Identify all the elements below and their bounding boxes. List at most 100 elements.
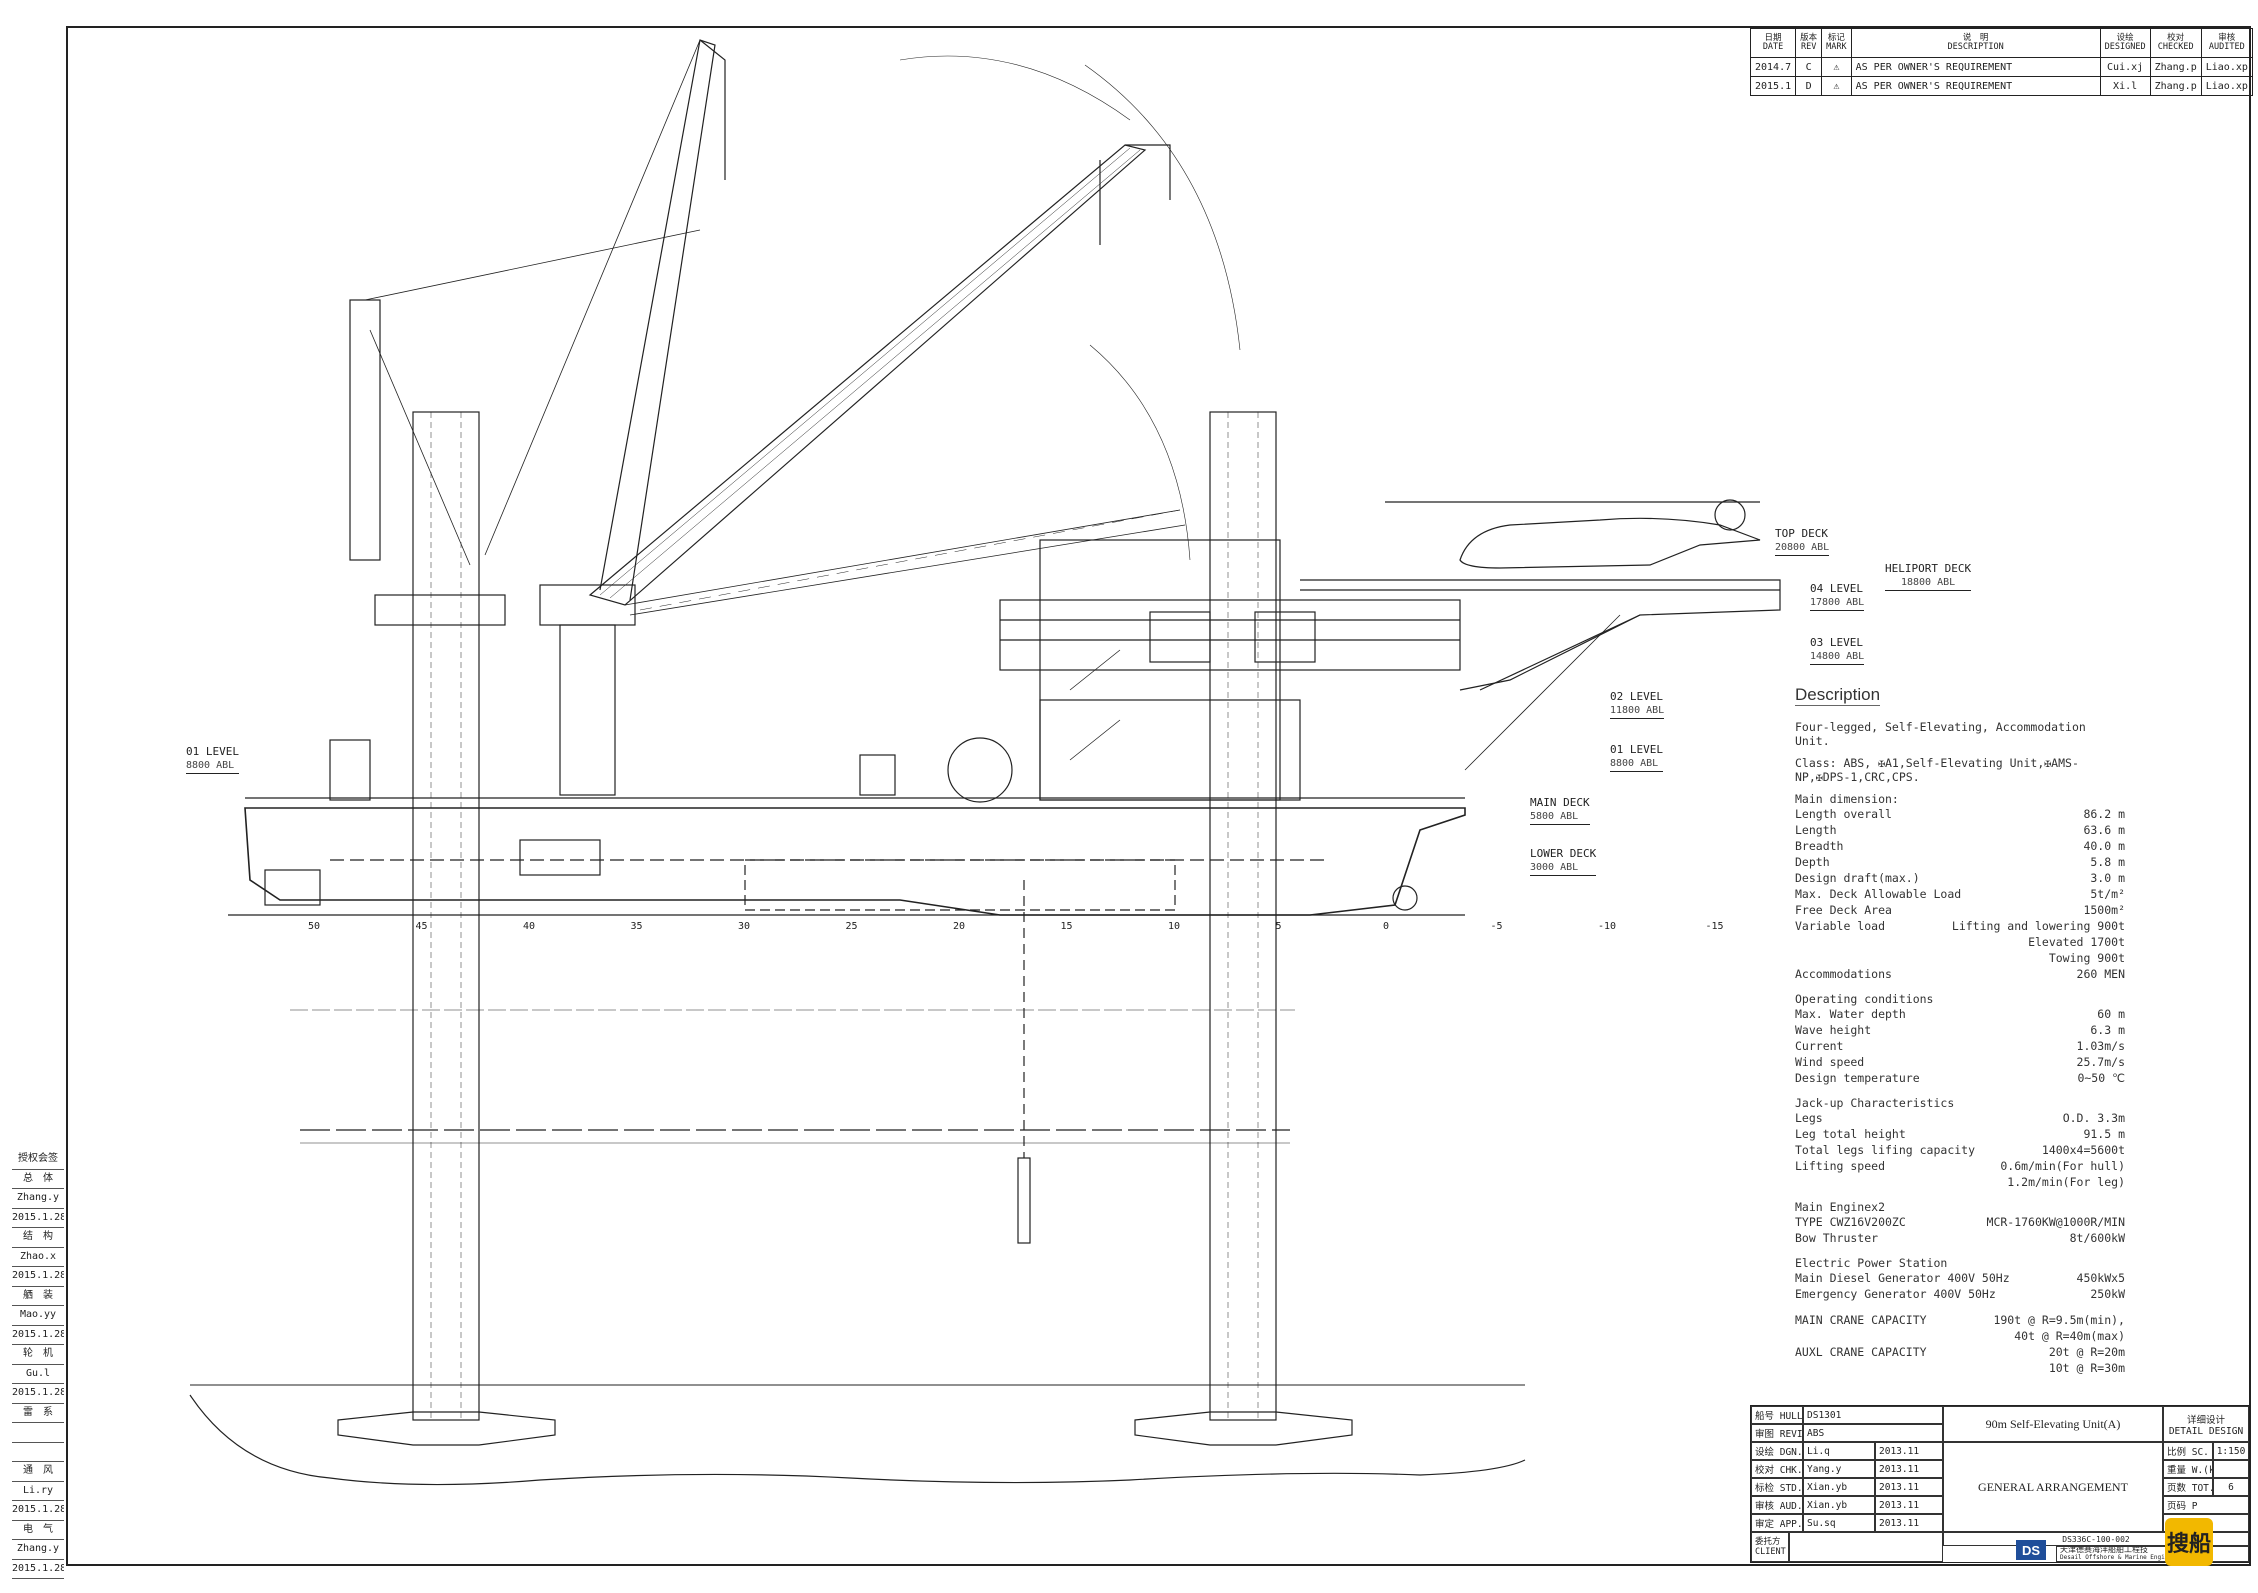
dimension-row: Towing 900t [1795,950,2125,966]
jackup-row: 1.2m/min(For leg) [1795,1174,2125,1190]
leg-fwd [1134,411,1353,1446]
leg-aft [337,411,556,1446]
frame-number: 45 [415,921,428,932]
frame-number: 40 [523,921,536,932]
dimension-row: Design draft(max.)3.0 m [1795,870,2125,886]
description-intro: Four-legged, Self-Elevating, Accommodati… [1795,720,2086,748]
dimension-value: 3.0 m [2090,871,2125,885]
operating-key: Wind speed [1795,1055,1865,1069]
frame-number: 20 [953,921,966,932]
signoff-cell: Gu.l [12,1365,64,1384]
signoff-cell: Li.ry [12,1482,64,1501]
signoff-cell: 2015.1.28 [12,1326,64,1345]
dimension-value: Lifting and lowering 900t [1951,919,2125,933]
rev-desc: AS PER OWNER'S REQUIREMENT [1850,76,2101,96]
crane-value: 20t @ R=20m [2048,1345,2125,1359]
client-value [1789,1532,1943,1562]
tall-crane [484,39,726,601]
power-key: Main Diesel Generator 400V 50Hz [1795,1271,2010,1285]
seabed-contour [189,1394,1526,1486]
description-panel: Description Four-legged, Self-Elevating,… [1795,685,2125,1376]
hull-no: DS1301 [1803,1406,1943,1424]
signoff-cell: 授权会签 [12,1150,64,1170]
rev-mark-icon: ⚠ [1821,57,1852,77]
page-label: 页码 P [2163,1496,2249,1514]
engine-block [519,839,601,876]
jackup-value: 0.6m/min(For hull) [2000,1159,2125,1173]
frame-number: -5 [1490,921,1503,932]
rev-mark-icon: ⚠ [1821,76,1852,96]
signoff-cell [12,1423,64,1443]
dimension-key: Breadth [1795,839,1844,853]
engine-value: 8t/600kW [2069,1231,2125,1245]
jackup-heading: Jack-up Characteristics [1795,1096,1955,1110]
operating-value: 60 m [2097,1007,2125,1021]
jackup-value: 1400x4=5600t [2041,1143,2125,1157]
hull [228,797,1466,916]
operating-value: 25.7m/s [2076,1055,2125,1069]
person-date: 2013.11 [1875,1478,1943,1496]
person-role: 审定 APP. [1751,1514,1803,1532]
operating-key: Wave height [1795,1023,1872,1037]
scale-value: 1:150 [2213,1442,2249,1460]
pages-value: 6 [2213,1478,2249,1496]
rev-audited: Liao.xp [2200,57,2253,77]
person-date: 2013.11 [1875,1496,1943,1514]
rev-checked: Zhang.p [2149,76,2202,96]
dimension-value: Towing 900t [2048,951,2125,965]
dimension-row: Elevated 1700t [1795,934,2125,950]
dimension-value: 86.2 m [2083,807,2125,821]
signoff-cell: 电 气 [12,1521,64,1540]
reel [947,737,1013,803]
person-role: 标检 STD. [1751,1478,1803,1496]
dimension-key: Accommodations [1795,967,1892,981]
client-label: 委托方 CLIENT [1751,1532,1789,1562]
dimension-value: Elevated 1700t [2028,935,2125,949]
jackup-value: 91.5 m [2083,1127,2125,1141]
project-name: 90m Self-Elevating Unit(A) [1943,1406,2163,1442]
dimension-value: 5t/m² [2090,887,2125,901]
rev-desc: AS PER OWNER'S REQUIREMENT [1850,57,2101,77]
drawing-title: GENERAL ARRANGEMENT [1943,1442,2163,1532]
signoff-cell [12,1443,64,1462]
main-dimension-heading: Main dimension: [1795,792,1899,806]
dimension-value: 63.6 m [2083,823,2125,837]
power-key: Emergency Generator 400V 50Hz [1795,1287,1996,1301]
rev-audited: Liao.xp [2200,76,2253,96]
signoff-cell: 总 体 [12,1170,64,1189]
reviewed-label: 审图 REVIEWED BY [1751,1424,1803,1442]
revision-row: 2014.7 C ⚠ AS PER OWNER'S REQUIREMENT Cu… [1749,57,2253,77]
engine-value: MCR-1760KW@1000R/MIN [1986,1215,2125,1229]
power-heading: Electric Power Station [1795,1256,1948,1270]
weight-label: 重量 W.(kg) [2163,1460,2213,1478]
hull-no-label: 船号 HULL NO. [1751,1406,1803,1424]
operating-key: Current [1795,1039,1844,1053]
engine-key: TYPE CWZ16V200ZC [1795,1215,1906,1229]
description-class: Class: ABS, ✠A1,Self-Elevating Unit,✠AMS… [1795,756,2079,784]
engine-heading: Main Enginex2 [1795,1200,1886,1214]
scale-label: 比例 SC. [2163,1442,2213,1460]
engine-row: TYPE CWZ16V200ZC MCR-1760KW@1000R/MIN [1795,1214,2125,1230]
rev-code: D [1795,76,1823,96]
dimension-key: Free Deck Area [1795,903,1892,917]
crane-value: 190t @ R=9.5m(min), [1993,1313,2125,1327]
